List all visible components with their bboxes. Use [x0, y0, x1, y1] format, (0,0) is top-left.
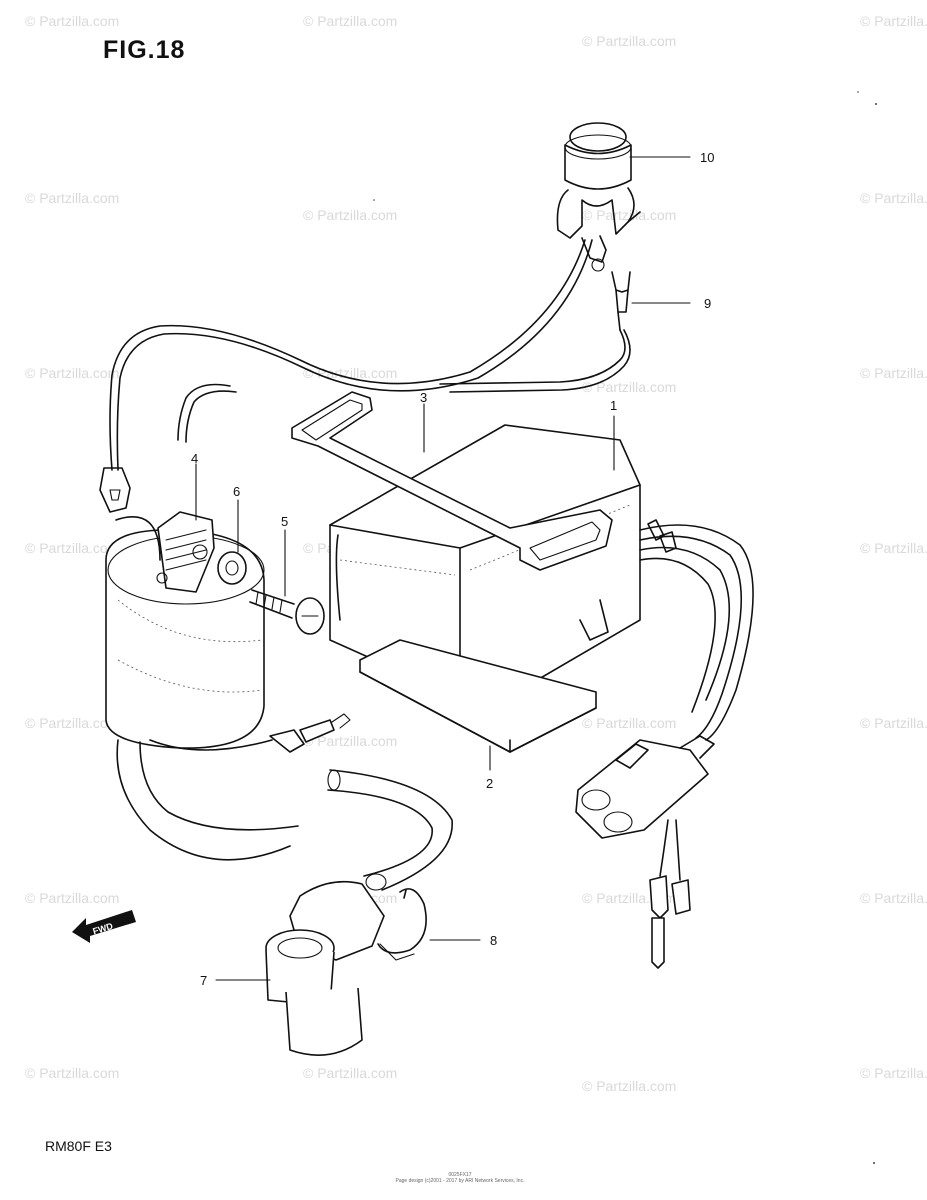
watermark: © Partzilla.com [25, 540, 119, 556]
kill-switch [556, 122, 641, 272]
watermark: © Partzilla.com [303, 1065, 397, 1081]
watermark: © Partzilla.com [860, 540, 927, 556]
callout-6: 6 [233, 484, 240, 499]
bullet-connectors [649, 819, 691, 969]
figure-title: FIG.18 [103, 36, 186, 64]
watermark: © Partzilla.com [25, 365, 119, 381]
forward-arrow-icon: FWD [72, 910, 136, 943]
switch-wire [109, 239, 631, 471]
fork-terminal [611, 271, 631, 331]
watermark: © Partzilla.com [860, 190, 927, 206]
spring-clip [377, 888, 427, 961]
callout-9: 9 [704, 296, 711, 311]
watermark: © Partzilla.com [582, 715, 676, 731]
watermark: © Partzilla.com [860, 715, 927, 731]
watermark: © Partzilla.com [25, 13, 119, 29]
callout-2: 2 [486, 776, 493, 791]
ground-terminal [99, 467, 131, 513]
callout-3: 3 [420, 390, 427, 405]
cdi-wires [639, 519, 754, 741]
callouts: 1 2 3 4 5 6 7 8 9 10 [191, 150, 714, 988]
footer: 0025FX17 Page design (c)2001 - 2017 by A… [360, 1172, 560, 1184]
high-tension-lead [327, 769, 453, 891]
watermark: © Partzilla.com [860, 365, 927, 381]
watermark: © Partzilla.com [860, 13, 927, 29]
watermark: © Partzilla.com [25, 1065, 119, 1081]
watermark: © Partzilla.com [303, 13, 397, 29]
spark-plug-cap [265, 880, 385, 1056]
ignition-coil [105, 511, 351, 861]
connector-housing [575, 735, 715, 839]
screw [249, 589, 325, 635]
watermark: © Partzilla.com [303, 733, 397, 749]
watermark: © Partzilla.com [303, 207, 397, 223]
rubber-pad [359, 639, 597, 753]
watermark: © Partzilla.com [582, 207, 676, 223]
watermark: © Partzilla.com [860, 890, 927, 906]
footer-copyright: Page design (c)2001 - 2017 by ARI Networ… [395, 1178, 525, 1184]
callout-4: 4 [191, 451, 198, 466]
callout-5: 5 [281, 514, 288, 529]
watermark: © Partzilla.com [582, 33, 676, 49]
scan-specks [373, 91, 877, 1164]
footer-code: 0025FX17 [448, 1172, 472, 1178]
callout-7: 7 [200, 973, 207, 988]
watermark: © Partzilla.com [860, 1065, 927, 1081]
watermark: © Partzilla.com [25, 890, 119, 906]
watermark: © Partzilla.com [25, 715, 119, 731]
callout-8: 8 [490, 933, 497, 948]
watermark: © Partzilla.com [582, 379, 676, 395]
callout-1: 1 [610, 398, 617, 413]
rubber-band [291, 391, 613, 571]
callout-10: 10 [700, 150, 714, 165]
model-code: RM80F E3 [45, 1138, 112, 1154]
washer [217, 551, 247, 585]
watermark: © Partzilla.com [582, 1078, 676, 1094]
watermark: © Partzilla.com [25, 190, 119, 206]
